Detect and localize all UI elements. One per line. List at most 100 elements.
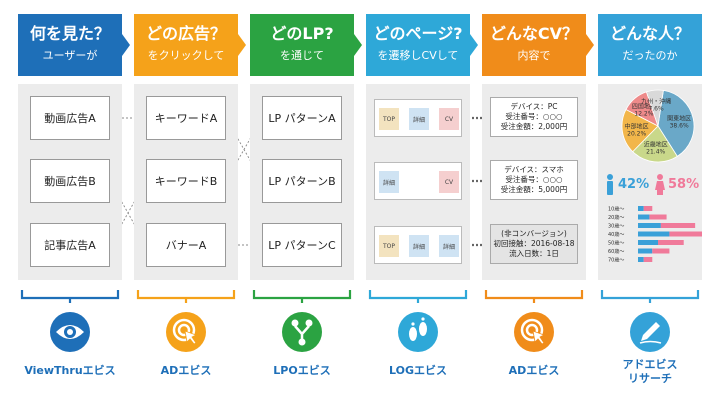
male-age-bar: [638, 240, 658, 245]
click-target-icon[interactable]: [514, 312, 554, 352]
header-3: どのLP? を通じて: [250, 14, 354, 76]
pie-label: 四国地区: [632, 103, 656, 111]
eye-icon[interactable]: [50, 312, 90, 352]
female-age-bar: [660, 223, 696, 228]
bracket: [368, 290, 468, 300]
page-step-chip: TOP: [379, 108, 399, 130]
pie-label: 九州・沖縄: [641, 97, 671, 105]
age-label: 40歳～: [608, 231, 624, 238]
female-icon-legs: [657, 190, 663, 195]
footer-label[interactable]: ViewThruエビス: [24, 364, 116, 377]
male-percent: 42%: [618, 177, 650, 192]
cv-detail-line: デバイス：PC: [510, 102, 558, 111]
footer-label[interactable]: ADエビス: [508, 364, 560, 377]
view_boxes-box[interactable]: 動画広告A: [30, 96, 110, 140]
header-subtitle: を通じて: [280, 49, 324, 62]
cv-detail-line: 流入日数：1日: [509, 249, 559, 258]
bracket: [600, 290, 700, 300]
header-6: どんな人？だったのか: [598, 14, 702, 76]
pie-value: 12.2%: [634, 111, 653, 118]
male-icon-body: [607, 181, 613, 195]
cv-detail-line: 受注金額：5,000円: [500, 185, 568, 194]
female-icon: [657, 174, 663, 180]
lp_boxes-box[interactable]: LP パターンA: [262, 96, 342, 140]
female-icon-body: [655, 181, 665, 190]
footer-line: リサーチ: [628, 372, 672, 385]
footer-line: アドエビス: [622, 358, 678, 371]
footer-label[interactable]: ADエビス: [160, 364, 212, 377]
age-label: 20歳～: [608, 214, 624, 221]
footer-label[interactable]: LPOエビス: [273, 364, 331, 377]
age-bar-chart: 10歳～20歳～ 30歳～40歳～ 50歳～60歳～ 70歳～: [608, 206, 702, 264]
male-icon: [607, 174, 613, 180]
header-title: どんな人？: [609, 24, 690, 43]
footer-label[interactable]: LOGエビス: [389, 364, 447, 377]
pie-label: 中部地区: [625, 122, 649, 130]
bracket: [484, 290, 584, 300]
pen-icon[interactable]: [630, 312, 670, 352]
header-title: どの広告？: [145, 24, 226, 43]
header-subtitle: ユーザーが: [42, 49, 98, 62]
header-title: どんなCV？: [489, 24, 579, 43]
ad_boxes-box[interactable]: キーワードB: [146, 159, 226, 203]
pie-slice: [632, 125, 678, 163]
pie-value: 21.4%: [646, 148, 665, 155]
footer-label[interactable]: アドエビスリサーチ: [598, 358, 702, 386]
page-step-chip: 詳細: [409, 108, 429, 130]
gender-icons: [607, 174, 665, 195]
header-arrow: [470, 34, 478, 56]
age-label: 60歳～: [608, 248, 624, 255]
female-age-bar: [652, 248, 670, 254]
header-arrow: [238, 34, 246, 56]
lp_boxes-box[interactable]: LP パターンB: [262, 159, 342, 203]
age-label: 50歳～: [608, 240, 624, 247]
female-age-bar: [649, 214, 667, 220]
region-pie-chart: 関東地区38.6%近畿地区21.4%中部地区20.2%四国地区12.2%九州・沖…: [621, 89, 695, 163]
header-title: どのLP?: [270, 24, 334, 43]
pie-value: 7.6%: [648, 105, 664, 112]
female-percent: 58%: [668, 177, 700, 192]
header-1: 何を見た？ ユーザーが: [18, 14, 122, 76]
footprints-icon[interactable]: [398, 312, 438, 352]
header-subtitle: 内容で: [517, 49, 551, 62]
header-4: どのページ?を遷移しCVして: [366, 14, 470, 76]
view_boxes-box[interactable]: 動画広告B: [30, 159, 110, 203]
header-title: 何を見た？: [29, 24, 110, 43]
pie-slice: [645, 89, 664, 127]
age-label: 10歳～: [608, 206, 624, 213]
cv-detail-line: デバイス：スマホ: [504, 165, 564, 174]
male-age-bar: [638, 257, 644, 262]
page-step-chip: TOP: [379, 235, 399, 257]
page-step-chip: 詳細: [439, 235, 459, 257]
header-subtitle: を遷移しCVして: [377, 49, 459, 62]
ad_boxes-box[interactable]: バナーA: [146, 223, 226, 267]
pie-label: 関東地区: [667, 115, 691, 123]
pie-value: 20.2%: [627, 130, 646, 137]
lp_boxes-box[interactable]: LP パターンC: [262, 223, 342, 267]
view_boxes-box[interactable]: 記事広告A: [30, 223, 110, 267]
header-5: どんなCV？ 内容で: [482, 14, 586, 76]
male-age-bar: [638, 206, 644, 211]
age-label: 30歳～: [608, 223, 624, 230]
click-target-icon[interactable]: [166, 312, 206, 352]
female-age-bar: [669, 231, 702, 237]
header-subtitle: をクリックして: [147, 49, 225, 62]
ad_boxes-box[interactable]: キーワードA: [146, 96, 226, 140]
cv-detail-line: 受注番号：○○○: [505, 112, 563, 121]
male-age-bar: [638, 223, 661, 228]
cv-detail-box[interactable]: デバイス：スマホ受注番号：○○○受注金額：5,000円: [490, 160, 578, 200]
branch-icon[interactable]: [282, 312, 322, 352]
male-age-bar: [638, 248, 653, 254]
age-label: 70歳～: [608, 257, 624, 264]
bracket: [136, 290, 236, 300]
cv-detail-line: 受注番号：○○○: [505, 175, 563, 184]
female-age-bar: [658, 240, 684, 245]
male-age-bar: [638, 214, 650, 220]
page-step-chip: CV: [439, 171, 459, 193]
